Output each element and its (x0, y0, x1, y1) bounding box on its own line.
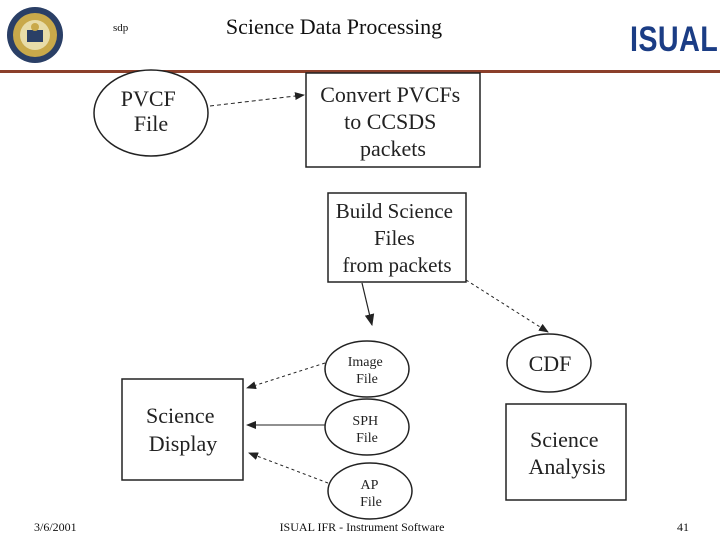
build-label-3: from packets (342, 253, 451, 277)
page-number: 41 (677, 520, 689, 534)
image-file-node (324, 340, 410, 398)
arrow-ap-to-display (248, 452, 329, 484)
svg-text:CDF: CDF (529, 351, 572, 376)
image-file-label-1: Image (348, 355, 383, 370)
svg-text:Build Science Files fr: Build Science Files from packets (336, 199, 458, 277)
ap-file-label-2: File (360, 495, 382, 510)
pvcf-label-2: File (134, 111, 168, 136)
footer-title: ISUAL IFR - Instrument Software (279, 520, 445, 534)
svg-text:Science Display: Science Display (146, 403, 220, 456)
build-science-files-node (327, 192, 467, 283)
arrow-pvcf-to-convert (209, 92, 305, 107)
arrow-image-to-display (246, 362, 326, 390)
ap-file-node (327, 462, 413, 520)
science-display-node (121, 378, 244, 481)
arrow-build-to-image (361, 282, 375, 327)
sph-file-label-2: File (356, 431, 378, 446)
sph-file-label-1: SPH (352, 414, 378, 429)
footer-date: 3/6/2001 (34, 520, 77, 534)
university-seal-logo (7, 7, 63, 63)
svg-text:AP File: AP File (360, 478, 382, 510)
image-file-label-2: File (356, 372, 378, 387)
cdf-label: CDF (529, 351, 572, 376)
display-label-2: Display (149, 431, 217, 456)
arrow-build-to-cdf (465, 279, 549, 333)
science-analysis-node (505, 403, 627, 501)
build-label-2: Files (374, 226, 415, 250)
build-label-1: Build Science (336, 199, 453, 223)
convert-label-1: Convert PVCFs (320, 82, 460, 107)
pvcf-file-node (93, 69, 209, 157)
svg-text:Science Analysis: Science Analysis (529, 427, 606, 479)
slide-title: Science Data Processing (225, 14, 443, 39)
pvcf-label-1: PVCF (121, 86, 176, 111)
cdf-node (506, 333, 592, 393)
svg-text:PVCF File: PVCF File (121, 86, 182, 136)
header-divider (0, 70, 720, 73)
ap-file-label-1: AP (361, 478, 379, 493)
sph-file-node (324, 398, 410, 456)
convert-pvcfs-node (305, 72, 481, 168)
convert-label-3: packets (360, 136, 426, 161)
analysis-label-1: Science (530, 427, 598, 452)
analysis-label-2: Analysis (529, 454, 606, 479)
svg-text:Convert PVCFs to CCSDS: Convert PVCFs to CCSDS packets (320, 82, 465, 161)
svg-text:SPH File: SPH File (352, 414, 381, 446)
display-label-1: Science (146, 403, 214, 428)
convert-label-2: to CCSDS (344, 109, 436, 134)
slide-tag: sdp (113, 22, 129, 34)
isual-logo: ISUAL (630, 20, 719, 59)
svg-text:Image File: Image File (348, 355, 386, 387)
